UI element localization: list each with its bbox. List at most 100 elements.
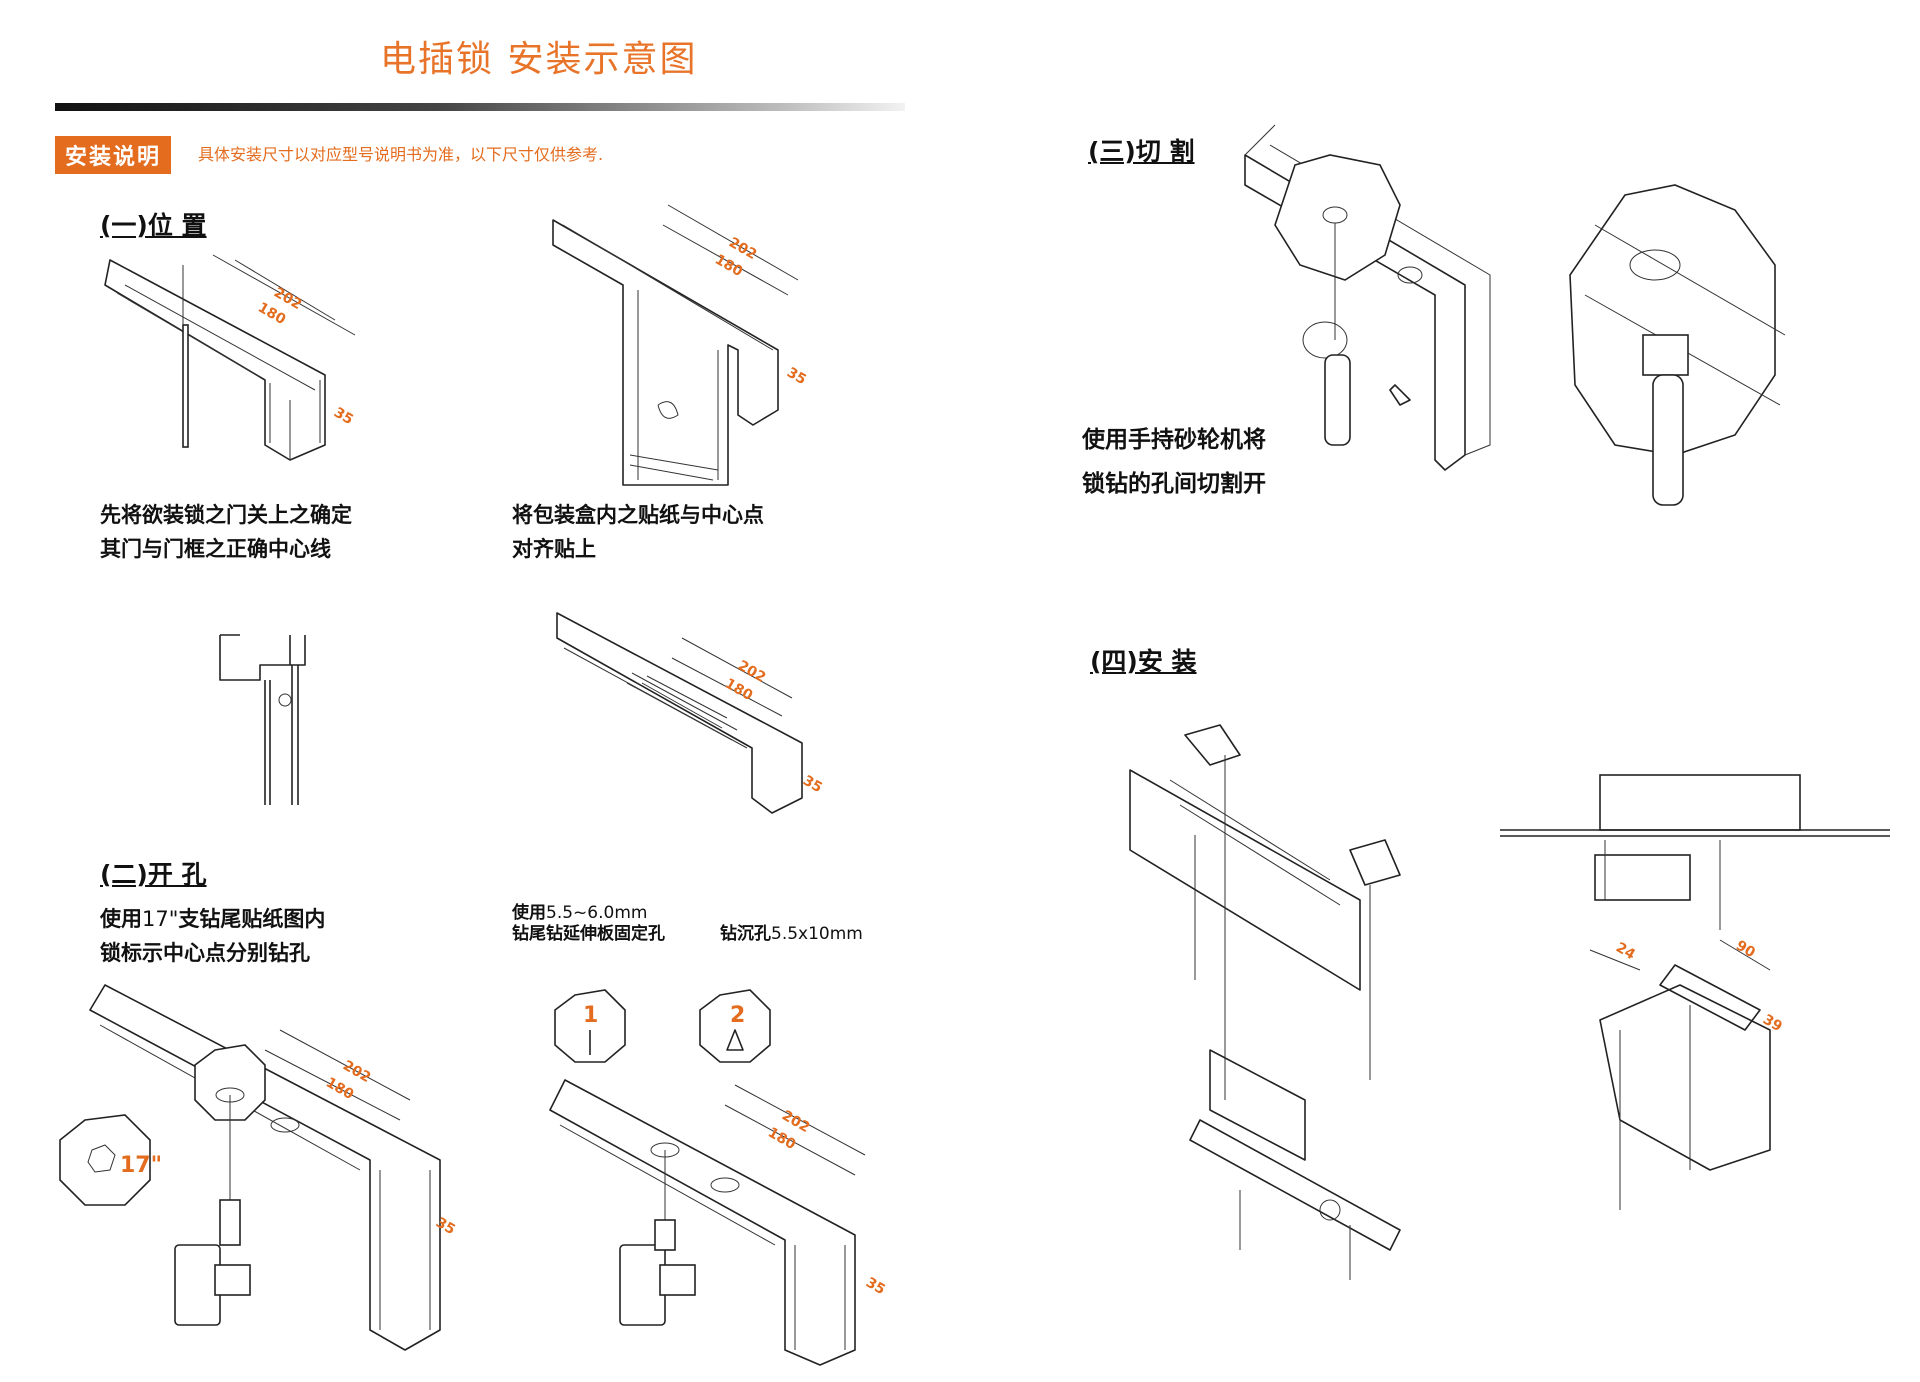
caption-line: 锁标示中心点分别钻孔 [100, 941, 310, 965]
dim-35: 35 [800, 773, 825, 797]
door-frame-line [1500, 829, 1890, 837]
grinder-disc [1302, 321, 1348, 359]
caption-text: 使用 [100, 907, 142, 931]
screw-guides [1194, 755, 1371, 1100]
grinder-body [1324, 354, 1351, 446]
figure-lock-install-exploded [1129, 724, 1401, 1280]
frame-outline [556, 612, 803, 814]
lock-top-view [1599, 774, 1801, 831]
frame-edges [559, 1124, 846, 1350]
step-1-label: 1 [583, 1003, 598, 1028]
dimension-lines [182, 254, 356, 336]
profile-outline [219, 634, 306, 681]
door-edges [1619, 1005, 1691, 1210]
figure-lock-mounted-detail: 24 90 39 [1500, 774, 1890, 1210]
center-marker [182, 324, 189, 448]
caption-line: 使用手持砂轮机将 [1082, 427, 1266, 453]
dimension-lines [671, 637, 793, 717]
direction-arrow-icon [1389, 384, 1411, 406]
frame-edges [562, 224, 774, 481]
figure-cross-section [219, 634, 306, 805]
caption-line: 使用5.5~6.0mm [512, 903, 665, 924]
drill-chuck [654, 1219, 676, 1251]
step-2-label: 2 [730, 1003, 745, 1028]
caption-countersink: 钻沉孔5.5x10mm [720, 924, 863, 945]
caption-line: 使用17"支钻尾贴纸图内 [100, 902, 325, 936]
caption-text: 钻沉孔 [720, 924, 771, 944]
figure-frame-centerline: 202 180 35 [104, 254, 356, 461]
dim-39: 39 [1760, 1012, 1785, 1036]
zoom-detail-octagon [1569, 184, 1776, 456]
frame-slot [1169, 779, 1341, 906]
frame-outline [552, 219, 779, 486]
reference-note: 具体安装尺寸以对应型号说明书为准，以下尺寸仅供参考. [198, 145, 604, 164]
frame-outline [1244, 154, 1466, 471]
mount-bracket-left [1184, 724, 1241, 766]
figure-drilling: 202 180 35 17" [59, 984, 458, 1351]
drill-chuck [219, 1199, 241, 1246]
template-sticker [563, 647, 748, 749]
section-position-heading: (一)位 置 [100, 211, 207, 240]
caption-extension-plate-holes: 使用5.5~6.0mm 钻尾钻延伸板固定孔 [512, 903, 665, 945]
frame-outline [549, 1079, 856, 1366]
caption-line: 其门与门框之正确中心线 [100, 537, 331, 561]
figure-extension-plate-drilling: 1 2 202 180 35 [549, 989, 888, 1366]
step2-countersink-bit [726, 1029, 744, 1051]
section-drilling-heading: (二)开 孔 [100, 860, 207, 889]
figure-sticker-on-frame: 202 180 35 [552, 204, 809, 486]
screw-hole [278, 693, 292, 707]
alignment-guides [1604, 840, 1721, 930]
instructions-badge: 安装说明 [55, 136, 172, 174]
caption-line: 对齐贴上 [512, 537, 596, 561]
caption-line: 将包装盒内之贴纸与中心点 [512, 503, 764, 527]
dimension-lines [724, 1084, 866, 1176]
caption-sticker-align: 将包装盒内之贴纸与中心点 对齐贴上 [512, 498, 764, 566]
caption-drill-holes: 使用17"支钻尾贴纸图内 锁标示中心点分别钻孔 [100, 902, 325, 970]
grinder-shaft [1652, 374, 1684, 506]
hole-2 [710, 1177, 740, 1193]
section-install-heading: (四)安 装 [1090, 647, 1197, 676]
profile-legs [264, 665, 299, 805]
hole-2 [270, 1117, 300, 1133]
dim-90: 90 [1733, 938, 1758, 962]
mount-bracket-right [1349, 839, 1401, 886]
drill-handle [659, 1264, 696, 1296]
drill-body [174, 1244, 221, 1326]
caption-line: 钻尾钻延伸板固定孔 [512, 924, 665, 944]
dim-24: 24 [1613, 940, 1638, 964]
hole-2 [1397, 266, 1423, 284]
cut-hole [1629, 249, 1681, 281]
caption-text: 5.5x10mm [771, 924, 863, 944]
hex-bit-icon [87, 1144, 116, 1173]
title-divider-bar [55, 103, 905, 111]
caption-line: 锁钻的孔间切割开 [1082, 471, 1266, 497]
zoom-octagon [194, 1044, 266, 1121]
page-title: 电插锁 安装示意图 [380, 39, 698, 80]
caption-centerline: 先将欲装锁之门关上之确定 其门与门框之正确中心线 [100, 498, 352, 566]
frame-outline [104, 259, 326, 461]
dim-17-inch: 17" [120, 1153, 162, 1178]
caption-text: 17" [142, 907, 179, 931]
caption-text: 使用 [512, 903, 546, 923]
frame-plate [1129, 769, 1361, 991]
drill-handle [214, 1264, 251, 1296]
strike-plate [1189, 1119, 1401, 1251]
dim-35: 35 [331, 405, 356, 429]
armature-plate [1594, 854, 1691, 901]
dimension-lines [264, 1029, 411, 1121]
dim-35: 35 [433, 1215, 458, 1239]
caption-grinder-cut: 使用手持砂轮机将 锁钻的孔间切割开 [1082, 418, 1266, 506]
lock-body [1209, 1049, 1306, 1161]
sticker-peel [657, 401, 679, 419]
caption-line: 先将欲装锁之门关上之确定 [100, 503, 352, 527]
dimension-lines [662, 204, 799, 296]
dimension-lines [1589, 939, 1771, 971]
dim-35: 35 [863, 1275, 888, 1299]
dim-180: 180 [323, 1075, 357, 1104]
figure-template-frame: 202 180 35 [556, 612, 825, 814]
caption-text: 支钻尾贴纸图内 [178, 907, 326, 931]
dim-35: 35 [784, 365, 809, 389]
step2-octagon [699, 989, 771, 1063]
zoom-17-octagon [59, 1114, 151, 1206]
drill-body [619, 1244, 666, 1326]
